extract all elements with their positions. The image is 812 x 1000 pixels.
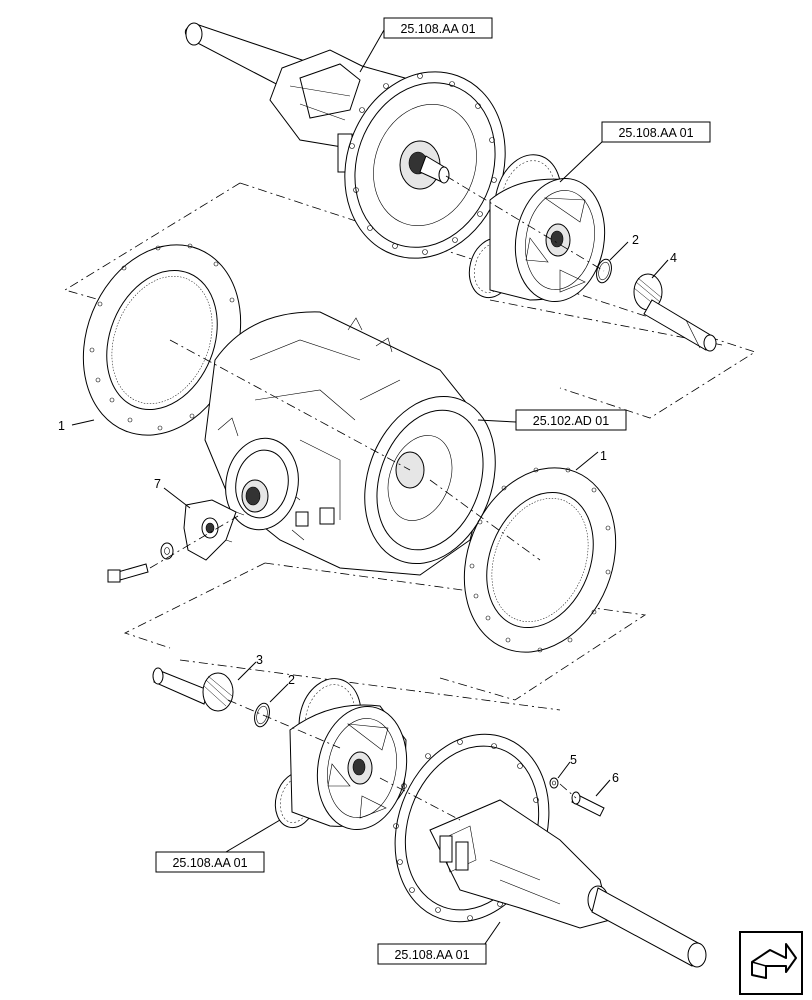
- washer-and-bolt: [107, 515, 239, 583]
- reference-label-carrier-upper[interactable]: 25.108.AA 01: [601, 121, 711, 143]
- svg-text:25.108.AA 01: 25.108.AA 01: [172, 856, 247, 870]
- callout-washer: 5: [570, 753, 577, 767]
- reference-label-carrier-lower[interactable]: 25.108.AA 01: [155, 851, 265, 873]
- callout-snap-ring-upper: 2: [632, 233, 639, 247]
- next-page-arrow-icon[interactable]: [739, 931, 803, 995]
- callout-snap-ring-lower: 2: [288, 673, 295, 687]
- callout-yoke: 7: [154, 477, 161, 491]
- snap-ring-upper: [596, 258, 612, 284]
- washer-5: [549, 777, 559, 789]
- svg-text:25.108.AA 01: 25.108.AA 01: [394, 948, 469, 962]
- sun-gear-shaft-upper: [633, 273, 717, 352]
- upper-planetary-carrier: [468, 154, 606, 303]
- ring-gear-left: [82, 243, 242, 436]
- lower-planetary-carrier: [274, 678, 408, 831]
- callout-bolt: 6: [612, 771, 619, 785]
- callout-sun-gear-lower: 3: [256, 653, 263, 667]
- snap-ring-lower: [254, 702, 270, 728]
- callout-ring-gear-right: 1: [600, 449, 607, 463]
- assembly-centerlines: [169, 175, 605, 821]
- reference-label-housing-lower[interactable]: 25.108.AA 01: [377, 943, 487, 965]
- svg-text:25.108.AA 01: 25.108.AA 01: [400, 22, 475, 36]
- upper-axle-housing: [184, 22, 506, 259]
- svg-text:25.108.AA 01: 25.108.AA 01: [618, 126, 693, 140]
- lower-axle-housing: [393, 733, 707, 968]
- svg-text:25.102.AD 01: 25.102.AD 01: [533, 414, 609, 428]
- sun-gear-shaft-lower: [152, 667, 234, 712]
- reference-label-differential[interactable]: 25.102.AD 01: [515, 409, 627, 431]
- lower-assembly-frame: [123, 562, 647, 711]
- callout-ring-gear-left: 1: [58, 419, 65, 433]
- callout-sun-gear-upper: 4: [670, 251, 677, 265]
- reference-label-housing-upper[interactable]: 25.108.AA 01: [383, 17, 493, 39]
- bolt-6: [571, 791, 605, 817]
